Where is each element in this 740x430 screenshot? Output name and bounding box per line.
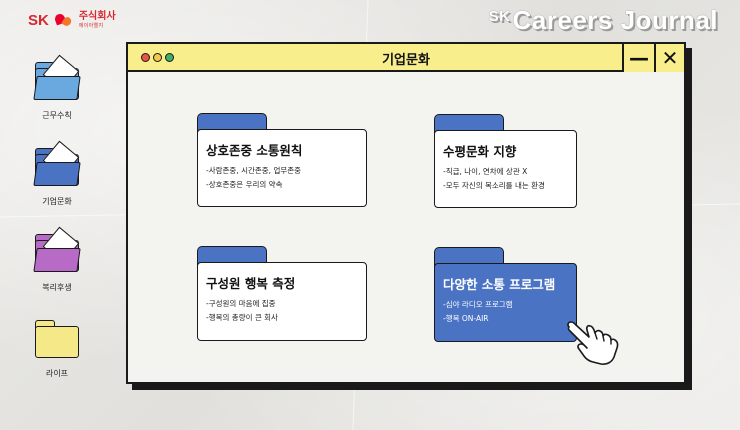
desktop-icon-label: 기업문화 (42, 197, 72, 206)
desktop-icon-work-rules[interactable]: 근무수칙 (27, 54, 87, 121)
folder-tab-icon (197, 113, 267, 133)
minimize-button[interactable]: — (622, 42, 654, 72)
desktop-icon-label: 근무수칙 (42, 111, 72, 120)
company-subname: 에이아엘지 (78, 23, 104, 29)
card-line: -직급, 나이, 연차에 상관 X (443, 167, 528, 176)
sk-butterfly-icon (53, 12, 73, 28)
sk-logo: SK 주식회사 에이아엘지 (28, 11, 116, 30)
window-titlebar[interactable]: 기업문화 — ✕ (128, 42, 686, 72)
folder-tab-icon (434, 247, 504, 267)
maximize-dot-icon[interactable] (165, 52, 174, 62)
window-title: 기업문화 (382, 53, 430, 68)
close-button[interactable]: ✕ (654, 42, 686, 72)
card-line: -행복의 총량이 큰 회사 (206, 313, 278, 322)
card-line: -심야 라디오 프로그램 (443, 300, 513, 309)
desktop-icon-label: 라이프 (45, 369, 69, 378)
folder-icon (33, 54, 81, 100)
card-line: -상호존중은 우리의 약속 (206, 180, 283, 189)
card-communication-programs[interactable]: 다양한 소통 프로그램 -심야 라디오 프로그램 -행복 ON-AIR (434, 247, 577, 344)
journal-title: SKCareers Journal (489, 5, 718, 36)
folder-tab-icon (197, 246, 267, 266)
desktop-icon-label: 복리후생 (42, 283, 72, 292)
window-traffic-lights (141, 52, 174, 62)
card-title: 다양한 소통 프로그램 (443, 277, 556, 292)
hand-pointer-icon (567, 321, 619, 365)
desktop-icon-corporate-culture[interactable]: 기업문화 (27, 140, 87, 207)
folder-tab-icon (434, 114, 504, 134)
card-horizontal-culture[interactable]: 수평문화 지향 -직급, 나이, 연차에 상관 X -모두 자신의 목소리를 내… (434, 114, 577, 209)
folder-icon (33, 226, 81, 272)
desktop-icon-life[interactable]: 라이프 (27, 320, 87, 379)
journal-title-mark: SK (488, 8, 511, 25)
folder-icon (35, 320, 79, 358)
card-line: -구성원의 마음에 집중 (206, 299, 276, 308)
card-line: -모두 자신의 목소리를 내는 환경 (443, 181, 545, 190)
card-member-happiness[interactable]: 구성원 행복 측정 -구성원의 마음에 집중 -행복의 총량이 큰 회사 (197, 246, 367, 343)
sk-logo-text: SK (28, 12, 49, 29)
company-name: 주식회사 (78, 11, 116, 22)
folder-icon (33, 140, 81, 186)
card-title: 상호존중 소통원칙 (206, 143, 303, 158)
card-line: -사람존중, 시간존중, 업무존중 (206, 166, 302, 175)
journal-title-text: Careers Journal (512, 5, 718, 35)
card-mutual-respect[interactable]: 상호존중 소통원칙 -사람존중, 시간존중, 업무존중 -상호존중은 우리의 약… (197, 113, 367, 209)
close-dot-icon[interactable] (141, 52, 150, 62)
card-line: -행복 ON-AIR (443, 314, 489, 323)
minimize-dot-icon[interactable] (153, 52, 162, 62)
card-title: 구성원 행복 측정 (206, 276, 296, 291)
card-title: 수평문화 지향 (443, 144, 517, 159)
desktop-icon-welfare[interactable]: 복리후생 (27, 226, 87, 293)
